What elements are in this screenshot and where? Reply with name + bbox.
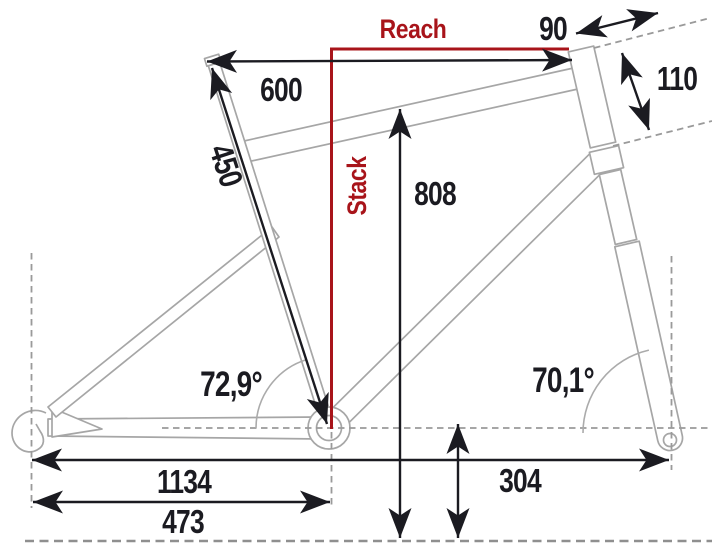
top-tube-value: 600 <box>260 72 302 108</box>
head-tube-dim-line <box>620 52 651 131</box>
rear-dropout-gusset <box>51 407 103 438</box>
front-axle-circle <box>662 432 678 448</box>
stem-value: 90 <box>539 11 567 47</box>
rear-center-value: 473 <box>162 504 204 540</box>
head-tube <box>567 45 617 149</box>
standover-value: 808 <box>414 176 456 212</box>
seat-tube-dim-line <box>210 67 329 425</box>
head-tube-bottom-extension-dashed <box>612 120 712 147</box>
seat-tube-angle-value: 72,9° <box>200 364 262 404</box>
head-tube-top-extension-dashed <box>593 17 711 49</box>
fork-steerer-segment <box>598 168 638 246</box>
dimension-arrows <box>32 9 669 538</box>
stack-label: Stack <box>342 156 372 216</box>
head-tube-angle-arc <box>582 349 650 434</box>
dimension-labels: Reach Stack 90 600 110 450 808 72,9° 70,… <box>157 11 698 540</box>
fork-leg <box>613 240 684 452</box>
rear-dropout-hook <box>11 409 47 453</box>
head-tube-angle-value: 70,1° <box>532 360 594 400</box>
bb-height-value: 304 <box>499 463 542 499</box>
head-tube-value: 110 <box>657 61 697 97</box>
fork-crown <box>588 144 625 176</box>
construction-guides <box>25 17 712 543</box>
reach-label: Reach <box>380 14 447 44</box>
stem-dim-line <box>575 9 659 38</box>
top-tube-dim-line <box>206 48 573 73</box>
wheelbase-value: 1134 <box>157 464 212 500</box>
